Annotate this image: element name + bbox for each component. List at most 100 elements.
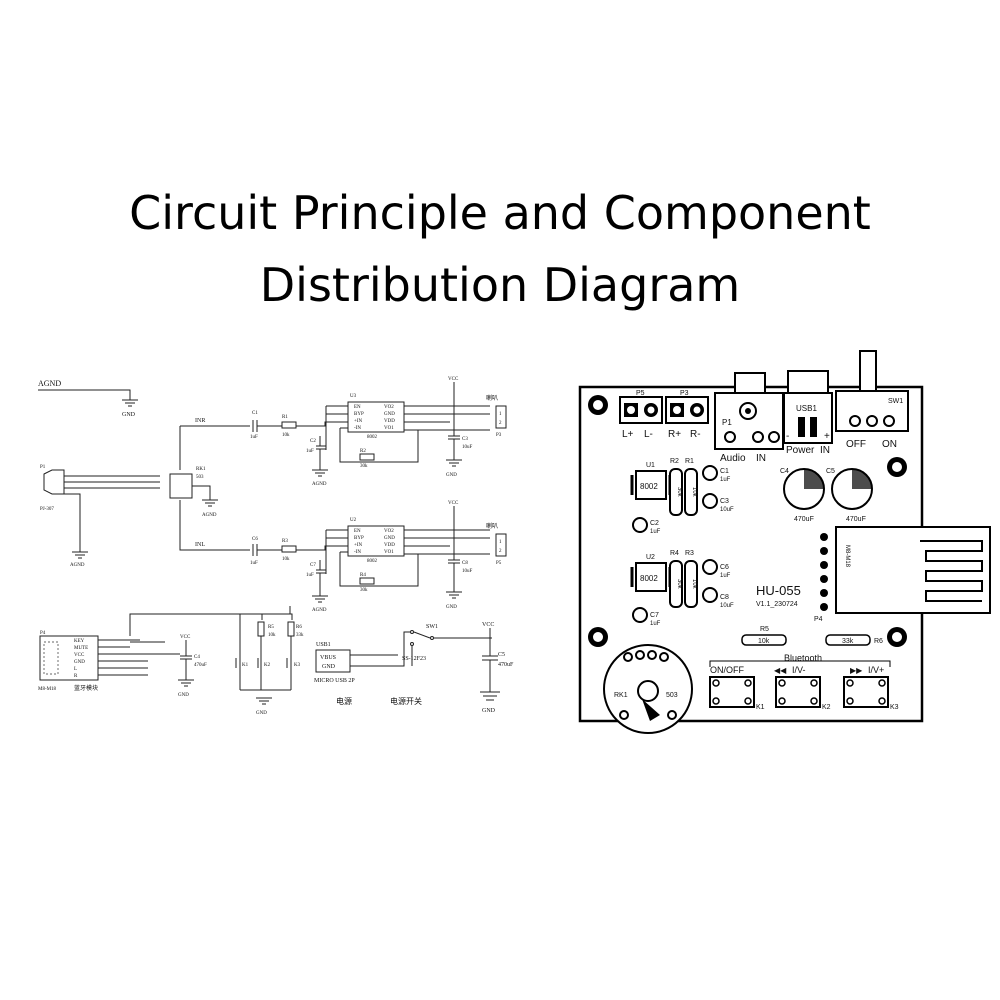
agnd-label-2: AGND xyxy=(312,482,327,487)
inr-label: INR xyxy=(195,418,205,424)
pcb-c2-value: 1uF xyxy=(650,529,661,535)
pcb-p1-label: P1 xyxy=(722,418,732,427)
pcb-module-label: M8-M18 xyxy=(844,545,850,568)
r1-label: R1 xyxy=(282,415,288,420)
c4-label: C4 xyxy=(194,655,200,660)
pcb-button-k3 xyxy=(843,676,889,708)
inl-label: INL xyxy=(195,542,205,548)
pcb-r2-label: R2 xyxy=(670,458,679,465)
pcb-audio-in: IN xyxy=(756,453,766,464)
usb1-sch-label: USB1 xyxy=(316,642,331,648)
c5-sch-label: C5 xyxy=(498,652,505,658)
u3-pin-vdd: VDD xyxy=(384,419,395,424)
pcb-r1-value: 10k xyxy=(691,487,697,498)
u2-pin-byp: BYP xyxy=(354,536,364,541)
u2-label: U2 xyxy=(350,518,357,523)
pcb-button-k1 xyxy=(709,676,755,708)
gnd-label-4: GND xyxy=(178,693,189,698)
p4-label: P4 xyxy=(40,631,46,636)
pcb-l-minus: L- xyxy=(644,429,653,440)
usb-vbus: VBUS xyxy=(320,655,336,661)
pcb-c8-value: 10uF xyxy=(720,603,734,609)
p3-label: P3 xyxy=(496,433,502,438)
pcb-c5-value: 470uF xyxy=(846,516,866,523)
gnd-label-2: GND xyxy=(446,473,457,478)
rk1-pot xyxy=(169,473,193,499)
c7-label: C7 xyxy=(310,563,316,568)
r5-sch-label: R5 xyxy=(268,625,274,630)
diagram-title-line2: Distribution Diagram xyxy=(259,258,741,312)
c1-label: C1 xyxy=(252,411,258,416)
r2-value: 30k xyxy=(360,464,368,469)
pcb-r3-label: R3 xyxy=(685,550,694,557)
pcb-rk1-label: RK1 xyxy=(614,692,628,699)
u2-chip: 8002 xyxy=(367,559,378,564)
speaker-label-1: 喇叭 xyxy=(486,394,498,402)
c3-label: C3 xyxy=(462,437,468,442)
pcb-c1-label: C1 xyxy=(720,468,729,475)
agnd-label-3: AGND xyxy=(70,563,85,568)
p5-label: P5 xyxy=(496,561,502,566)
svg-text:2: 2 xyxy=(499,421,502,426)
c5-sch-value: 470uF xyxy=(498,662,514,668)
circuit-schematic: AGND GND INR C1 1uF R1 10k U3 EN BYP +IN… xyxy=(38,377,514,716)
c4-value: 470uF xyxy=(194,663,207,668)
p4-pin-key: KEY xyxy=(74,639,85,644)
usb1-block xyxy=(315,649,351,673)
pcb-c4-value: 470uF xyxy=(794,516,814,523)
r3-value: 10k xyxy=(282,557,290,562)
sw-type: SS-12F23 xyxy=(402,656,426,662)
c2-value: 1uF xyxy=(306,449,314,454)
svg-text:+: + xyxy=(824,431,830,442)
r1-value: 10k xyxy=(282,433,290,438)
usb-type: MICRO USB 2P xyxy=(314,678,355,684)
pcb-prev-icon: ◀◀ xyxy=(774,666,787,675)
pcb-c8-label: C8 xyxy=(720,594,729,601)
u2-pin-vo2: VO2 xyxy=(384,529,394,534)
p1-type: PJ-307 xyxy=(40,507,54,512)
pcb-r5-label: R5 xyxy=(760,626,769,633)
pcb-r-plus: R+ xyxy=(668,429,681,440)
pcb-c6-label: C6 xyxy=(720,564,729,571)
u3-pin-vo2: VO2 xyxy=(384,405,394,410)
rk1-value: 503 xyxy=(196,475,204,480)
bt-module-model: M8-M18 xyxy=(38,687,57,692)
pcb-c2-label: C2 xyxy=(650,520,659,527)
p4-pin-vcc: VCC xyxy=(74,653,85,658)
pcb-k1-label: K1 xyxy=(756,704,765,711)
pcb-r2-value: 30k xyxy=(676,487,682,498)
r4-value: 30k xyxy=(360,588,368,593)
k3-sch-label: K3 xyxy=(294,663,301,668)
pcb-c6-value: 1uF xyxy=(720,573,731,579)
u2-pin-vo1: VO1 xyxy=(384,550,394,555)
bt-module-label: 蓝牙模块 xyxy=(74,684,98,692)
sw1-sch-label: SW1 xyxy=(426,624,438,630)
pcb-c5-label: C5 xyxy=(826,468,835,475)
gnd-label-6: GND xyxy=(482,708,496,714)
pcb-audio-label: Audio xyxy=(720,453,746,464)
svg-text:1: 1 xyxy=(499,540,502,545)
c6-label: C6 xyxy=(252,537,258,542)
u3-pin-vo1: VO1 xyxy=(384,426,394,431)
pcb-on-label: ON xyxy=(882,439,897,450)
vcc-label-1: VCC xyxy=(448,377,459,382)
power-switch-label: 电源开关 xyxy=(390,696,422,706)
r3-label: R3 xyxy=(282,539,288,544)
pcb-r6-value: 33k xyxy=(842,638,854,645)
pcb-r5-value: 10k xyxy=(758,638,770,645)
pcb-power-label: Power xyxy=(786,445,815,456)
u2-ic xyxy=(347,525,405,557)
u2-pin-vdd: VDD xyxy=(384,543,395,548)
pcb-p4-header xyxy=(820,533,828,611)
u3-pin-inn: -IN xyxy=(354,426,361,431)
u3-pin-gnd: GND xyxy=(384,412,395,417)
c7-value: 1uF xyxy=(306,573,314,578)
u2-pin-inn: -IN xyxy=(354,550,361,555)
pcb-r1-label: R1 xyxy=(685,458,694,465)
rk1-label: RK1 xyxy=(196,467,206,472)
c8-value: 10uF xyxy=(462,569,473,574)
p4-pin-mute: MUTE xyxy=(74,646,88,651)
u3-chip: 8002 xyxy=(367,435,378,440)
pcb-c1-value: 1uF xyxy=(720,477,731,483)
pcb-k3-label: K3 xyxy=(890,704,899,711)
